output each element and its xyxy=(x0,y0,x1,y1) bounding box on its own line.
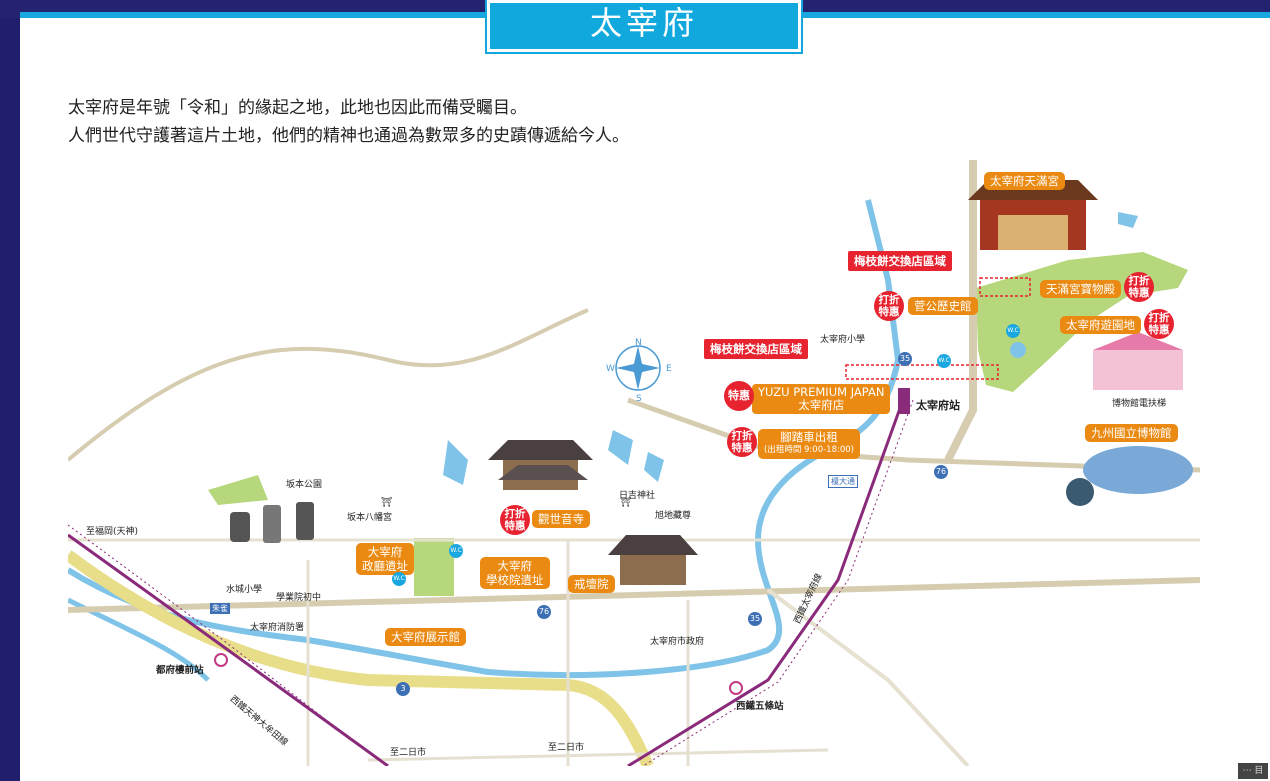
tag-umegae-zone-1[interactable]: 梅枝餅交換店區域 xyxy=(848,251,952,271)
label-gojo-station: 西鐵五條站 xyxy=(736,701,784,712)
road-se xyxy=(766,588,970,766)
route3-road xyxy=(68,550,654,766)
tag-umegae-zone-2[interactable]: 梅枝餅交換店區域 xyxy=(704,339,808,359)
pond-2 xyxy=(608,430,633,465)
badge-discount-bike: 打折特惠 xyxy=(727,427,757,457)
label-tofuro-station: 都府樓前站 xyxy=(156,665,204,676)
route-35-marker-b: 35 xyxy=(748,612,762,626)
label-gakugyoin-junior-high: 學業院初中 xyxy=(276,593,322,603)
seicho-stones xyxy=(230,502,314,543)
badge-special-yuzu: 特惠 xyxy=(724,381,754,411)
compass-s: S xyxy=(636,394,642,404)
tag-yuzu-store-branch: 太宰府店 xyxy=(798,398,845,412)
label-sakamoto-hachiman: 坂本八幡宮 xyxy=(347,513,393,523)
pond-3 xyxy=(644,452,664,482)
route-35-marker-a: 35 xyxy=(898,352,912,366)
tag-gakkoin-ruins-l2: 學校院遺址 xyxy=(486,573,544,587)
tag-bicycle-rental-hours: (出租時間 9:00-18:00) xyxy=(764,445,854,455)
tag-kyushu-museum[interactable]: 九州國立博物館 xyxy=(1085,424,1178,442)
route-3-marker: 3 xyxy=(396,682,410,696)
label-sakamoto-park: 坂本公園 xyxy=(286,480,323,490)
tag-bicycle-rental-title: 腳踏車出租 xyxy=(780,430,838,444)
pond-1 xyxy=(443,440,468,485)
yuenchi-illustration xyxy=(1093,332,1183,390)
umegae-zone-1 xyxy=(979,277,1031,297)
pond-5 xyxy=(1010,342,1026,358)
museum-illustration xyxy=(1066,446,1193,506)
content-frame xyxy=(20,18,1270,781)
road-south xyxy=(367,748,829,762)
tag-yuzu-store[interactable]: YUZU PREMIUM JAPAN 太宰府店 xyxy=(752,384,891,414)
label-dazaifu-station: 太宰府站 xyxy=(916,399,960,412)
rail-omuta xyxy=(68,533,389,766)
tag-gakkoin-ruins-l1: 大宰府 xyxy=(497,559,533,573)
tag-kaidanin[interactable]: 戒壇院 xyxy=(568,575,615,593)
tag-kanzeonji[interactable]: 觀世音寺 xyxy=(532,510,590,528)
corner-menu-button[interactable]: ⋯ 目 xyxy=(1238,763,1268,779)
seicho-green-area xyxy=(414,538,454,596)
compass-rose xyxy=(615,345,661,391)
area-map xyxy=(68,160,1200,766)
tag-tenmangu[interactable]: 太宰府天滿宮 xyxy=(984,172,1065,190)
page-title: 太宰府 xyxy=(485,0,803,54)
tag-treasure-house[interactable]: 天滿宮寶物殿 xyxy=(1040,280,1121,298)
label-hiyoshi-shrine: 日吉神社 xyxy=(619,491,656,501)
tag-bicycle-rental[interactable]: 腳踏車出租 (出租時間 9:00-18:00) xyxy=(758,429,860,459)
intro-line-2: 人們世代守護著這片土地，他們的精神也通過為數眾多的史蹟傳遞給今人。 xyxy=(68,126,629,146)
label-intersection-enoki: 榎大通 xyxy=(828,475,858,488)
badge-discount-kanzeonji: 打折特惠 xyxy=(500,505,530,535)
tag-seicho-ruins-l2: 政廳遺址 xyxy=(362,559,408,573)
tag-seicho-ruins[interactable]: 大宰府 政廳遺址 xyxy=(356,543,414,575)
wc-marker-2: W.C xyxy=(937,354,951,368)
sakamoto-green-area xyxy=(208,475,268,505)
tag-yuzu-store-name: YUZU PREMIUM JAPAN xyxy=(758,385,885,399)
badge-discount-homotsuden: 打折特惠 xyxy=(1124,272,1154,302)
label-mizuki-elementary: 水城小學 xyxy=(226,585,263,595)
tenmangu-illustration xyxy=(968,180,1098,250)
label-to-futsukaichi-2: 至二日市 xyxy=(548,743,585,753)
intro-text: 太宰府是年號「令和」的緣起之地，此地也因此而備受矚目。 人們世代守護著這片土地，… xyxy=(68,94,629,150)
road-sando xyxy=(944,160,977,462)
tag-exhibition-hall[interactable]: 大宰府展示館 xyxy=(385,628,466,646)
label-fire-station: 太宰府消防署 xyxy=(250,623,305,633)
gojo-station-mark xyxy=(729,681,743,695)
intro-line-1: 太宰府是年號「令和」的緣起之地，此地也因此而備受矚目。 xyxy=(68,98,527,118)
tofuro-station-mark xyxy=(214,653,228,667)
road-main xyxy=(68,577,1200,613)
route-76-marker-a: 76 xyxy=(934,465,948,479)
badge-discount-kanko: 打折特惠 xyxy=(874,291,904,321)
compass-w: W xyxy=(606,364,615,374)
tag-amusement-park[interactable]: 太宰府遊園地 xyxy=(1060,316,1141,334)
rail-dazaifu-ties xyxy=(642,399,914,766)
tag-seicho-ruins-l1: 大宰府 xyxy=(367,545,403,559)
wc-marker-4: W.C xyxy=(392,572,406,586)
label-to-fukuoka: 至福岡(天神) xyxy=(86,527,139,537)
label-museum-escalator: 博物館電扶梯 xyxy=(1112,399,1167,409)
badge-discount-yuenchi: 打折特惠 xyxy=(1144,309,1174,339)
label-hachiman-mark: ⛩ xyxy=(381,498,393,508)
label-dazaifu-elementary: 太宰府小學 xyxy=(820,335,866,345)
label-hiyoshi-mark: ⛩ xyxy=(620,498,632,508)
rail-dazaifu xyxy=(627,399,905,766)
compass-e: E xyxy=(666,364,672,374)
wc-marker-1: W.C xyxy=(1006,324,1020,338)
wc-marker-3: W.C xyxy=(449,544,463,558)
road-north xyxy=(68,308,589,462)
tag-gakkoin-ruins[interactable]: 大宰府 學校院遺址 xyxy=(480,557,550,589)
kanzeonji-illustration xyxy=(488,440,593,490)
label-to-futsukaichi-1: 至二日市 xyxy=(390,748,427,758)
label-asahi-jizo: 旭地藏尊 xyxy=(655,511,692,521)
page-title-text: 太宰府 xyxy=(589,4,698,42)
umegae-zone-2 xyxy=(845,364,999,380)
label-city-hall: 太宰府市政府 xyxy=(650,637,705,647)
compass-n: N xyxy=(635,338,642,348)
route-76-marker-b: 76 xyxy=(537,605,551,619)
tag-kanko-history-hall[interactable]: 菅公歷史館 xyxy=(908,297,978,315)
pond-4 xyxy=(1118,212,1138,228)
kaidanin-illustration xyxy=(608,535,698,585)
label-intersection-suzaku: 朱雀 xyxy=(210,603,230,614)
dazaifu-station-mark xyxy=(898,388,910,414)
